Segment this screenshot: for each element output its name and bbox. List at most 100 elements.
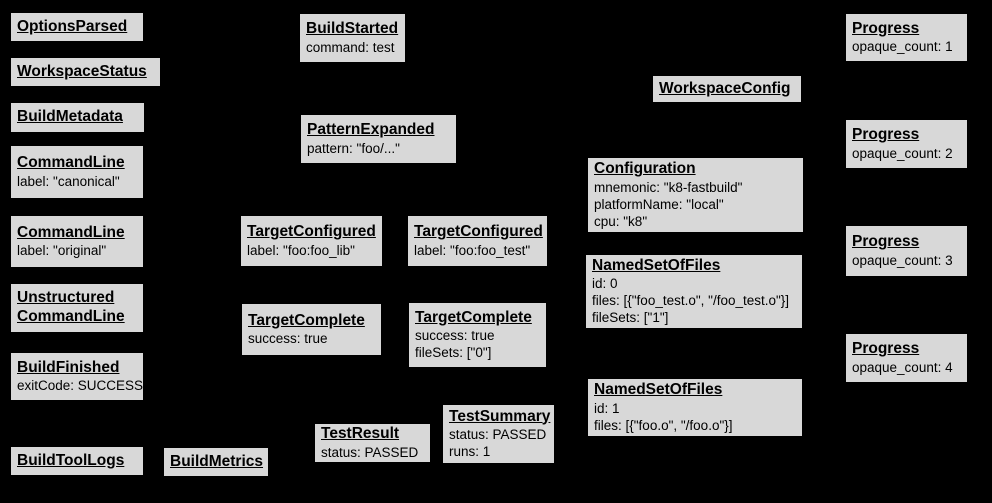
node-title: TestResult <box>321 425 424 444</box>
node-title: BuildMetadata <box>17 108 138 127</box>
node-values: opaque_count: 1 <box>852 38 961 55</box>
node-values: success: true <box>248 330 375 347</box>
node-value-line: files: [{"foo.o", "/foo.o"}] <box>594 417 733 433</box>
node-test-result: TestResult status: PASSED <box>314 423 431 463</box>
node-title-line: TestSummary <box>449 407 551 425</box>
node-value-line: label: "original" <box>17 243 107 259</box>
node-progress-3: Progress opaque_count: 3 <box>845 225 968 277</box>
node-title: CommandLine <box>17 224 137 243</box>
node-value-line: opaque_count: 1 <box>852 39 953 55</box>
node-title: Progress <box>852 340 961 359</box>
node-value-line: exitCode: SUCCESS <box>17 378 144 394</box>
node-title: Progress <box>852 126 961 145</box>
node-workspace-config: WorkspaceConfig <box>652 75 802 103</box>
node-values: opaque_count: 2 <box>852 145 961 162</box>
node-values: status: PASSED <box>321 444 424 461</box>
node-command-line-canonical: CommandLine label: "canonical" <box>10 145 144 199</box>
node-build-finished: BuildFinished exitCode: SUCCESS <box>10 352 144 401</box>
node-build-metrics: BuildMetrics <box>163 447 269 477</box>
node-value-line: pattern: "foo/..." <box>307 140 400 156</box>
node-values: label: "original" <box>17 242 137 259</box>
node-value-line: files: [{"foo_test.o", "/foo_test.o"}] <box>592 293 790 309</box>
node-title-line: BuildStarted <box>306 20 399 38</box>
node-title: Configuration <box>594 160 797 179</box>
node-title: TargetConfigured <box>247 223 376 242</box>
node-title-line: TargetComplete <box>415 308 532 326</box>
node-title-line: Unstructured <box>17 289 115 307</box>
node-values: opaque_count: 4 <box>852 359 961 376</box>
node-title: PatternExpanded <box>307 121 450 140</box>
node-title-line: WorkspaceStatus <box>17 62 147 80</box>
node-build-started: BuildStarted command: test <box>299 13 406 63</box>
node-title: BuildFinished <box>17 359 137 378</box>
node-value-line: label: "foo:foo_lib" <box>247 242 355 258</box>
node-values: label: "foo:foo_lib" <box>247 242 376 259</box>
node-title: TargetComplete <box>415 309 540 328</box>
node-value-line: opaque_count: 2 <box>852 145 953 161</box>
node-values: command: test <box>306 39 399 56</box>
node-title: Progress <box>852 20 961 39</box>
node-values: pattern: "foo/..." <box>307 140 450 157</box>
node-title: WorkspaceConfig <box>659 80 795 99</box>
node-values: exitCode: SUCCESS <box>17 377 144 394</box>
node-title-line: TestResult <box>321 425 400 443</box>
node-value-line: fileSets: ["1"] <box>592 310 669 326</box>
node-value-line: opaque_count: 4 <box>852 359 953 375</box>
node-target-configured-foo-lib: TargetConfigured label: "foo:foo_lib" <box>240 215 383 267</box>
node-progress-4: Progress opaque_count: 4 <box>845 333 968 383</box>
node-title-line: WorkspaceConfig <box>659 79 791 97</box>
node-title-line: PatternExpanded <box>307 121 435 139</box>
node-title: BuildMetrics <box>170 452 264 472</box>
node-value-line: command: test <box>306 39 395 55</box>
node-title-line: Progress <box>852 19 920 37</box>
node-value-line: mnemonic: "k8-fastbuild" <box>594 179 743 195</box>
node-values: opaque_count: 3 <box>852 252 961 269</box>
node-value-line: label: "canonical" <box>17 173 120 189</box>
node-target-complete-foo-lib: TargetComplete success: true <box>241 303 382 356</box>
node-title-line: Progress <box>852 126 920 144</box>
node-title-line: OptionsParsed <box>17 17 128 35</box>
node-workspace-status: WorkspaceStatus <box>10 57 161 87</box>
node-value-line: label: "foo:foo_test" <box>414 242 531 258</box>
node-command-line-original: CommandLine label: "original" <box>10 215 144 268</box>
node-title: TargetComplete <box>248 312 375 331</box>
node-value-line: id: 0 <box>592 276 618 292</box>
node-title: BuildStarted <box>306 20 399 39</box>
node-title-line: Progress <box>852 340 920 358</box>
node-title: NamedSetOfFiles <box>594 381 796 400</box>
node-target-configured-foo-test: TargetConfigured label: "foo:foo_test" <box>407 215 548 267</box>
node-value-line: status: PASSED <box>321 444 419 460</box>
node-title-line: CommandLine <box>17 308 125 325</box>
node-value-line: status: PASSED <box>449 427 547 443</box>
node-title-line: Progress <box>852 233 920 251</box>
node-title-line: BuildMetrics <box>170 452 264 470</box>
node-title: TestSummary <box>449 407 551 427</box>
node-pattern-expanded: PatternExpanded pattern: "foo/..." <box>300 114 457 164</box>
node-title: BuildToolLogs <box>17 452 137 471</box>
node-title-line: NamedSetOfFiles <box>594 381 723 399</box>
node-title-line: CommandLine <box>17 154 125 172</box>
node-value-line: cpu: "k8" <box>594 213 648 229</box>
node-title: CommandLine <box>17 154 137 173</box>
node-title-line: BuildFinished <box>17 358 120 376</box>
node-title-line: CommandLine <box>17 223 125 241</box>
node-title-line: NamedSetOfFiles <box>592 256 721 274</box>
node-title-line: TargetConfigured <box>247 223 376 241</box>
node-title-line: TargetConfigured <box>414 223 543 241</box>
node-build-metadata: BuildMetadata <box>10 102 145 133</box>
node-value-line: runs: 1 <box>449 444 491 460</box>
node-value-line: success: true <box>415 328 495 344</box>
node-value-line: opaque_count: 3 <box>852 252 953 268</box>
node-values: label: "foo:foo_test" <box>414 242 541 259</box>
node-title-line: TargetComplete <box>248 311 365 329</box>
